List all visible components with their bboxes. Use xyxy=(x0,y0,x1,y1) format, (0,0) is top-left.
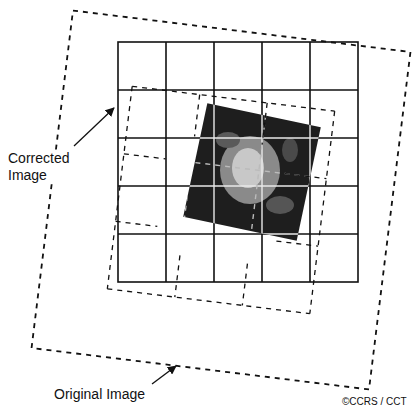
original-grid xyxy=(32,11,411,390)
image-label: Corrected Image xyxy=(6,150,84,184)
leader-arrow xyxy=(74,108,114,146)
leader-arrow xyxy=(152,366,176,384)
image-label: Original Image xyxy=(52,386,166,403)
copyright-note: ©CCRS / CCT xyxy=(340,396,414,408)
image-content xyxy=(32,11,411,390)
corrected-grid xyxy=(118,42,358,282)
